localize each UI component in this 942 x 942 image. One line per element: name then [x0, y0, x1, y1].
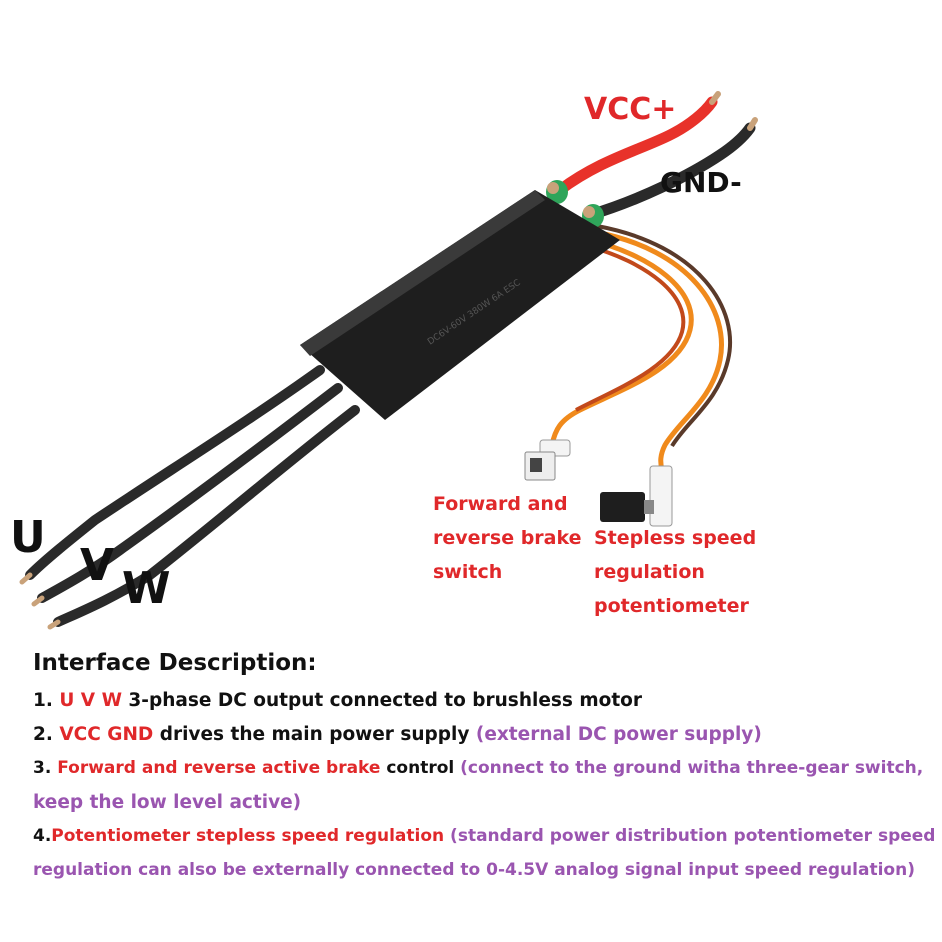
- item-2-number: 2.: [33, 724, 60, 745]
- w-label: W: [122, 563, 171, 614]
- item-2-highlight: VCC GND: [59, 724, 154, 745]
- switch-signal-wire: [549, 237, 694, 446]
- w-phase-wire: [53, 405, 360, 627]
- gnd-label: GND-: [660, 166, 742, 199]
- gnd-wire: [584, 122, 756, 221]
- item-3-number: 3.: [33, 758, 58, 778]
- switch-label-line2: reverse brake: [433, 527, 582, 549]
- item-3-note-line2: keep the low level active): [33, 792, 302, 813]
- description-item-4: 4.Potentiometer stepless speed regulatio…: [33, 826, 935, 846]
- item-2-text: drives the main power supply: [153, 724, 476, 745]
- description-item-1: 1. U V W 3-phase DC output connected to …: [33, 690, 642, 711]
- pot-signal-wire: [594, 229, 724, 471]
- potentiometer: [600, 465, 673, 527]
- description-title: Interface Description:: [33, 650, 317, 676]
- pot-label-line2: regulation: [594, 561, 705, 583]
- pot-label-line3: potentiometer: [594, 595, 749, 617]
- u-phase-wire: [25, 365, 325, 580]
- vcc-label: VCC+: [584, 92, 677, 127]
- vcc-wire: [554, 96, 718, 196]
- gnd-wire-tip: [747, 117, 758, 131]
- v-phase-wire: [37, 383, 343, 603]
- esc-diagram: DC6V-60V 380W 6A ESC: [19, 91, 758, 630]
- item-3-highlight: Forward and reverse active brake: [57, 758, 381, 778]
- switch-label-line1: Forward and: [433, 493, 568, 515]
- item-4-highlight: Potentiometer stepless speed regulation: [51, 826, 445, 846]
- u-label: U: [10, 512, 46, 563]
- v-label: V: [80, 540, 115, 591]
- description-item-2: 2. VCC GND drives the main power supply …: [33, 724, 762, 745]
- vcc-wire-tip: [709, 91, 721, 105]
- item-1-highlight: U V W: [59, 690, 122, 711]
- description-item-3: 3. Forward and reverse active brake cont…: [33, 758, 923, 778]
- item-4-number: 4.: [33, 826, 52, 846]
- switch-label-line3: switch: [433, 561, 503, 583]
- esc-body: DC6V-60V 380W 6A ESC: [300, 190, 620, 420]
- item-3-note-line1: (connect to the ground witha three-gear …: [460, 758, 924, 778]
- item-4-note-line2: regulation can also be externally connec…: [33, 860, 915, 880]
- item-4-note-line1: (standard power distribution potentiomet…: [444, 826, 936, 846]
- item-1-number: 1.: [33, 690, 60, 711]
- pot-label-line1: Stepless speed: [594, 527, 757, 549]
- item-3-text: control: [380, 758, 461, 778]
- item-1-text: 3-phase DC output connected to brushless…: [121, 690, 642, 711]
- item-2-note: (external DC power supply): [475, 724, 762, 745]
- brake-switch: [524, 439, 571, 481]
